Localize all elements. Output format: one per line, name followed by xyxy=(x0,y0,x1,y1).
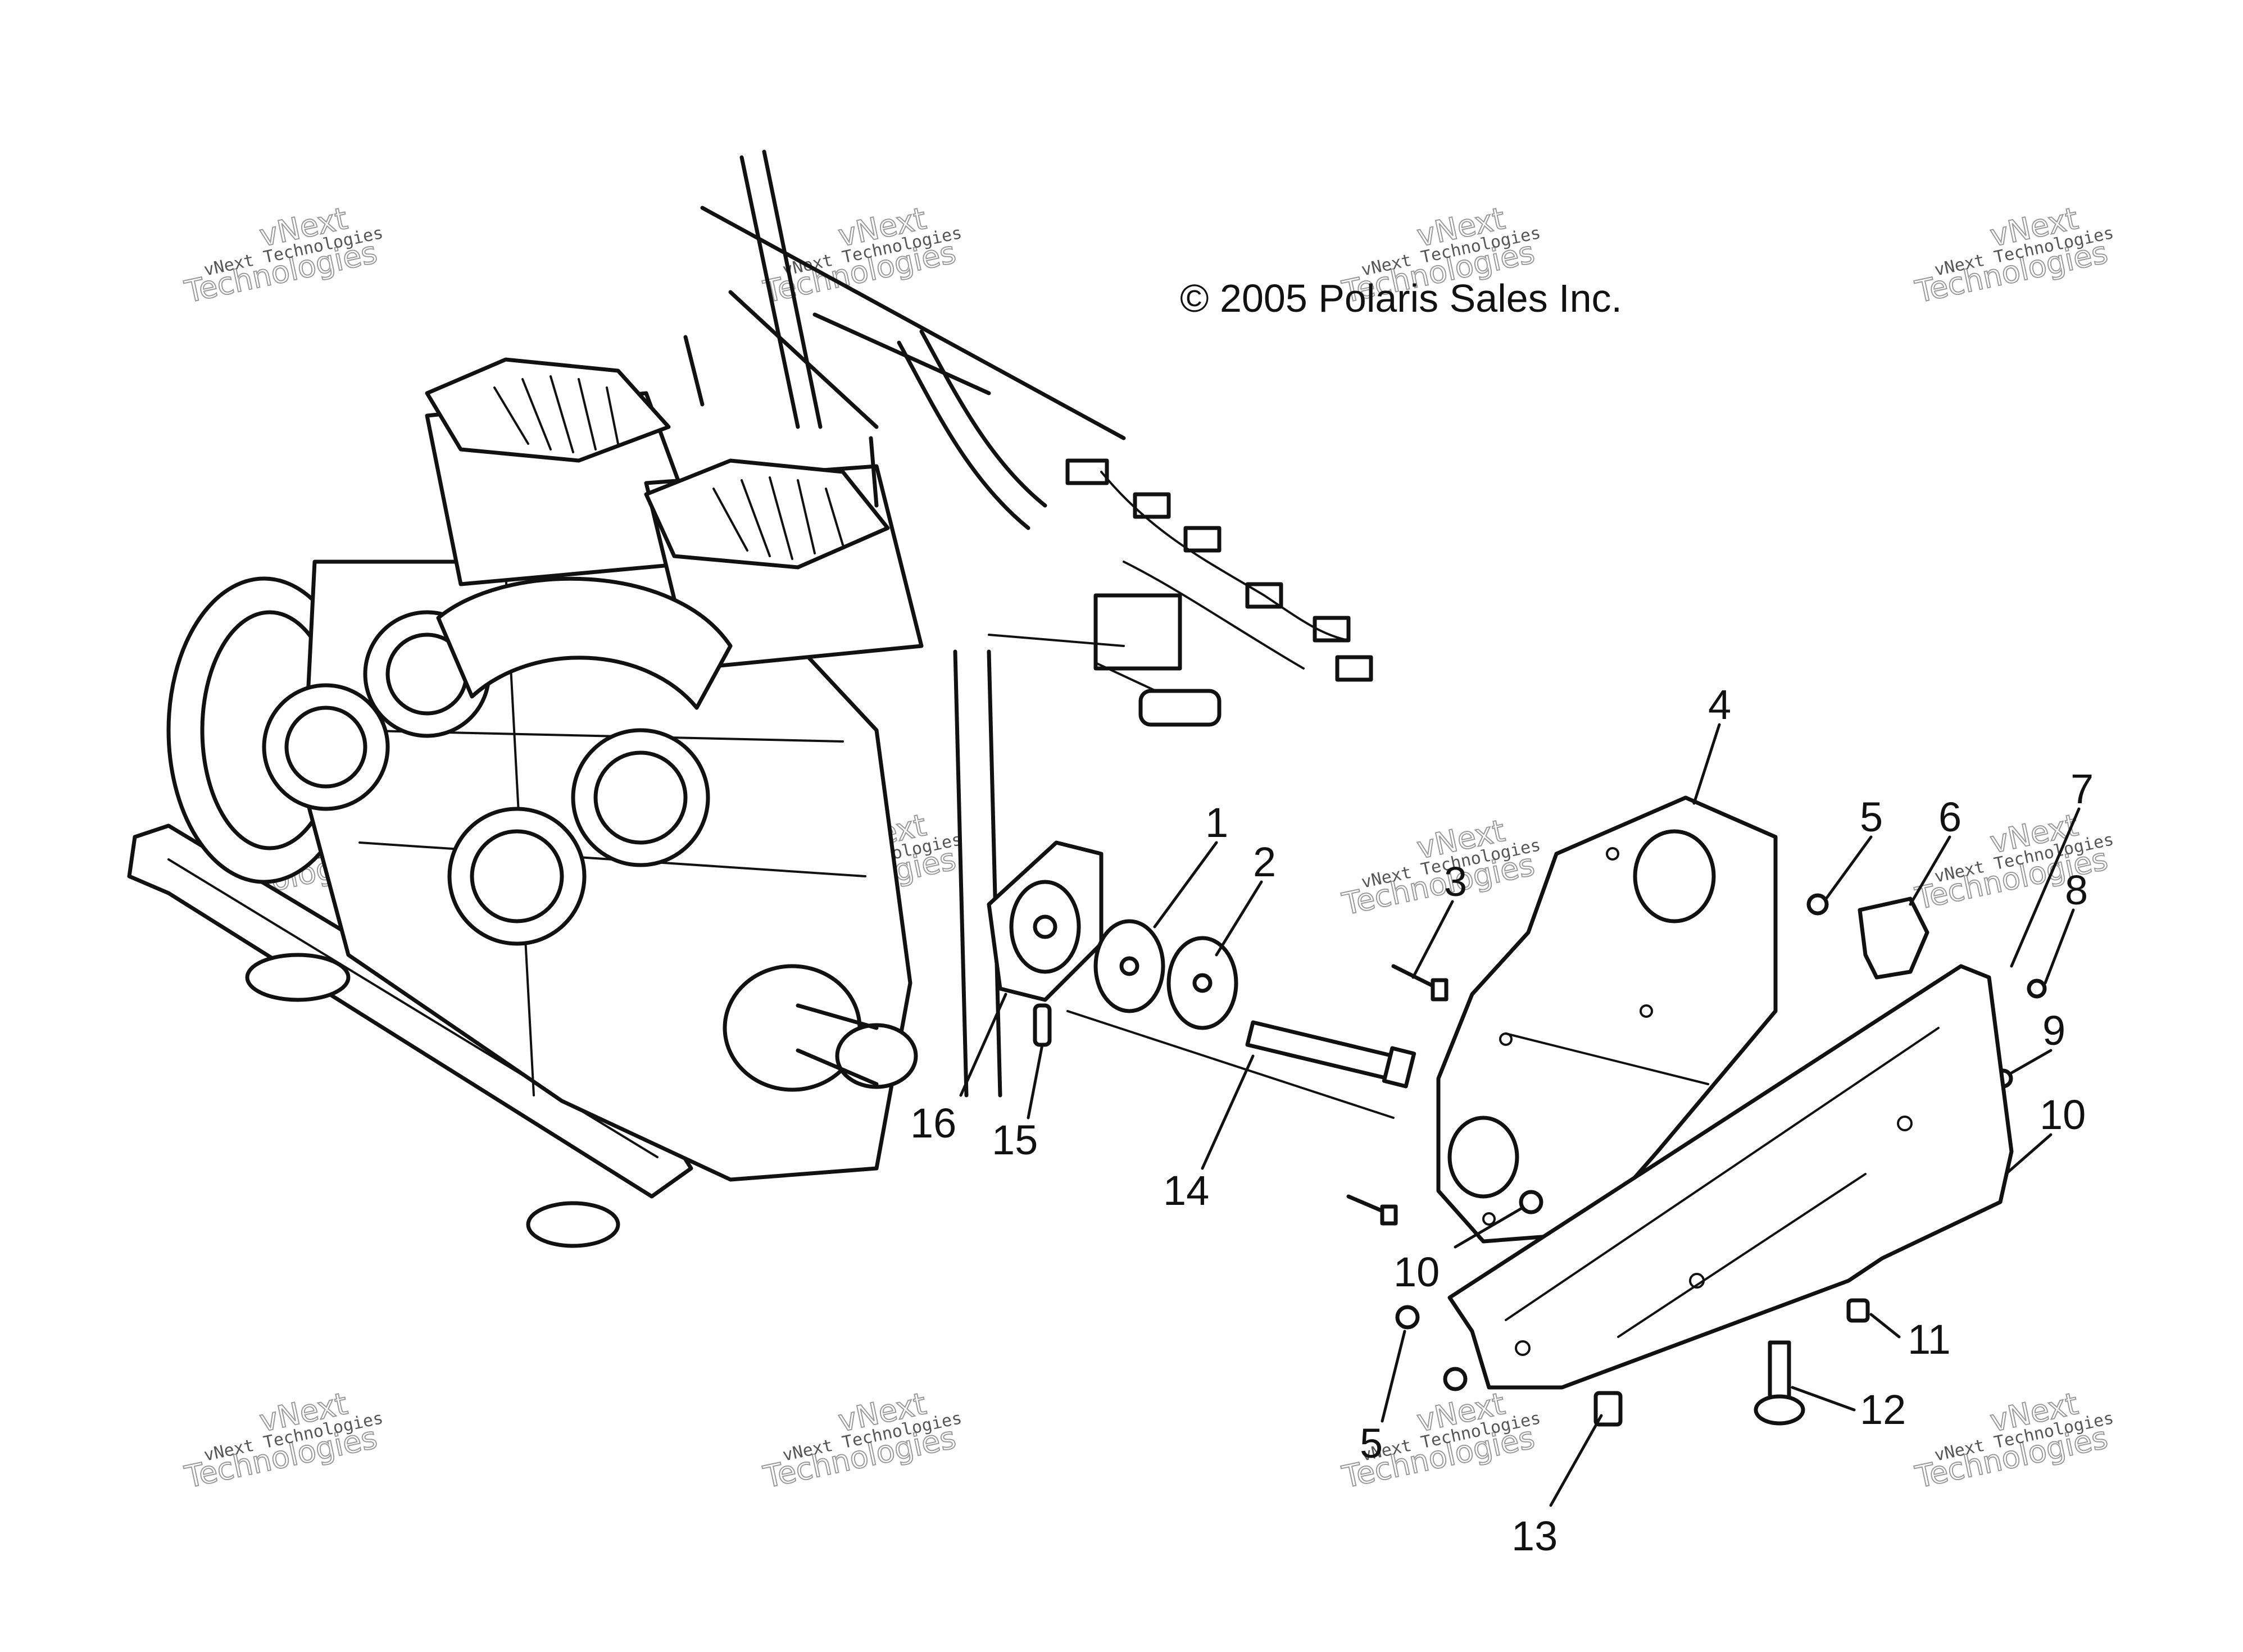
throttle-body xyxy=(447,807,587,946)
callout-7: 7 xyxy=(2071,766,2094,812)
callout-12: 12 xyxy=(1860,1386,1906,1433)
callout-5-lower: 5 xyxy=(1360,1420,1383,1467)
engine-mount-housing xyxy=(987,840,1104,1002)
watermark: Technologies vNext vNext Technologies xyxy=(1911,200,2115,310)
callout-10-lower: 10 xyxy=(1393,1249,1440,1295)
mount-washer xyxy=(1093,919,1165,1013)
callout-2: 2 xyxy=(1253,839,1276,885)
crank-pto-end xyxy=(723,964,862,1092)
ecu-connector xyxy=(1093,593,1182,671)
exploded-parts xyxy=(987,795,2047,1427)
callout-labels: 1 2 3 4 5 6 7 8 9 10 10 11 12 5 13 14 15… xyxy=(910,681,2094,1559)
watermark: Technologies vNext vNext Technologies xyxy=(181,200,385,310)
leader-lines xyxy=(959,723,2081,1507)
throttle-body xyxy=(571,728,710,867)
callout-13: 13 xyxy=(1511,1513,1558,1559)
watermark: Technologies vNext vNext Technologies xyxy=(181,1385,385,1495)
spark-plug xyxy=(869,436,879,508)
rail-mount xyxy=(526,1201,620,1248)
callout-6: 6 xyxy=(1938,794,1962,840)
wire-connector xyxy=(1335,655,1373,682)
frame-tube xyxy=(953,649,969,1098)
wire-connector xyxy=(1183,526,1222,553)
hex-bolt xyxy=(2027,979,2047,999)
center-line xyxy=(1066,1010,1395,1119)
mount-stud xyxy=(1033,1003,1052,1047)
callout-15: 15 xyxy=(992,1117,1038,1163)
callout-10: 10 xyxy=(2040,1091,2086,1138)
engine-assembly-drawing xyxy=(127,149,1373,1248)
callout-5: 5 xyxy=(1860,794,1883,840)
cone-washer xyxy=(1166,936,1238,1030)
crank-stub xyxy=(835,1023,918,1089)
watermark: Technologies vNext vNext Technologies xyxy=(760,1385,964,1495)
rail-bracket xyxy=(1447,964,2014,1390)
head-cover-front xyxy=(644,458,890,570)
throttle-body xyxy=(262,683,390,811)
hex-nut xyxy=(1395,1305,1420,1330)
callout-8: 8 xyxy=(2065,867,2088,913)
head-cover-rear xyxy=(425,357,671,463)
upper-rail xyxy=(700,206,1126,440)
mount-bolt-head xyxy=(1382,1046,1416,1089)
copyright-notice: © 2005 Polaris Sales Inc. xyxy=(1180,276,1622,320)
shoulder-bolt xyxy=(1768,1340,1791,1407)
callout-16: 16 xyxy=(910,1100,956,1146)
callout-9: 9 xyxy=(2042,1007,2065,1054)
hex-nut xyxy=(1806,893,1829,916)
callout-3: 3 xyxy=(1444,858,1467,905)
hex-nut xyxy=(1519,1190,1543,1214)
callout-14: 14 xyxy=(1163,1167,1209,1214)
sensor-plug xyxy=(1138,689,1222,727)
rail-mount xyxy=(245,953,351,1002)
clip-bracket xyxy=(1858,896,1929,980)
callout-11: 11 xyxy=(1908,1316,1951,1363)
wire-harness xyxy=(1100,471,1350,641)
mount-bolt xyxy=(1245,1020,1396,1081)
spark-plug xyxy=(683,335,705,407)
exhaust-manifold xyxy=(436,576,733,710)
bushing xyxy=(1846,1298,1870,1323)
callout-4: 4 xyxy=(1708,681,1731,728)
coolant-hose xyxy=(919,329,1047,508)
hex-nut xyxy=(1443,1367,1468,1391)
watermark: Technologies vNext vNext Technologies xyxy=(1338,812,1542,922)
callout-1: 1 xyxy=(1205,799,1228,846)
coolant-tube xyxy=(739,155,800,429)
watermark: Technologies vNext vNext Technologies xyxy=(1911,1385,2115,1495)
